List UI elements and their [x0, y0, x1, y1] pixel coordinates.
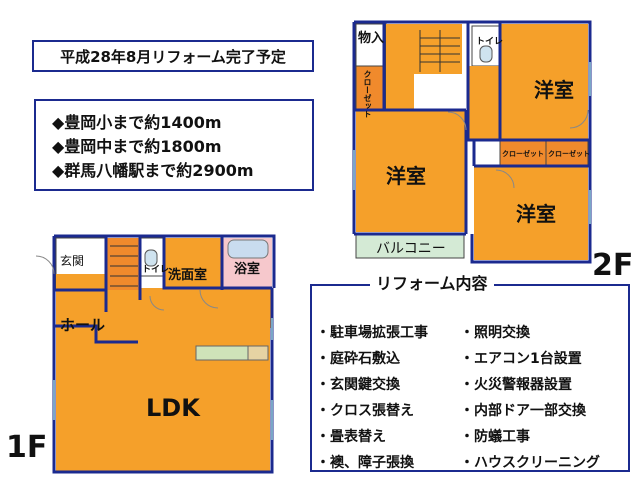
room-label-closet: クローゼット [502, 150, 544, 158]
reform-item: ・ハウスクリーニング [460, 455, 600, 471]
room-label-entrance: 玄関 [60, 254, 85, 268]
room-label-storage: 物入 [358, 31, 385, 46]
room-label-hall: ホール [60, 316, 106, 334]
room-label-western: 洋室 [386, 164, 426, 188]
floor-tag-2f: 2F [592, 248, 634, 283]
room-label-western: 洋室 [534, 78, 574, 102]
room-label-ldk: LDK [146, 394, 200, 422]
room-label-closet: クローゼット [363, 70, 372, 118]
room-label-western: 洋室 [516, 202, 556, 226]
reform-list-right: ・照明交換 ・エアコン1台設置 ・火災警報器設置 ・内部ドア一部交換 ・防蟻工事… [460, 320, 600, 476]
distance-item: ◆豊岡中まで約1800m [52, 137, 222, 156]
room-label-bathroom: 浴室 [234, 262, 261, 277]
reform-details-box: ・駐車場拡張工事 ・庭砕石敷込 ・玄関鍵交換 ・クロス張替え ・畳表替え ・襖、… [310, 284, 630, 472]
reform-item: ・クロス張替え [316, 403, 414, 419]
reform-item: ・玄関鍵交換 [316, 377, 400, 393]
reform-item: ・エアコン1台設置 [460, 351, 582, 367]
reform-item: ・内部ドア一部交換 [460, 403, 586, 419]
distance-item: ◆豊岡小まで約1400m [52, 113, 222, 132]
reform-item: ・照明交換 [460, 325, 530, 341]
reform-item: ・襖、障子張換 [316, 455, 414, 471]
room-label-closet: クローゼット [548, 150, 590, 158]
room-label-washroom: 洗面室 [168, 268, 208, 283]
reform-item: ・庭砕石敷込 [316, 351, 400, 367]
distance-info-box: ◆豊岡小まで約1400m ◆豊岡中まで約1800m ◆群馬八幡駅まで約2900m [34, 99, 314, 191]
floor2-plan [352, 20, 592, 264]
room-label-toilet: トイレ [142, 265, 170, 275]
floor1-plan [35, 234, 276, 474]
reform-item: ・火災警報器設置 [460, 377, 572, 393]
reform-item: ・駐車場拡張工事 [316, 325, 428, 341]
reform-title: リフォーム内容 [370, 270, 494, 294]
reform-list-left: ・駐車場拡張工事 ・庭砕石敷込 ・玄関鍵交換 ・クロス張替え ・畳表替え ・襖、… [316, 320, 428, 476]
room-label-balcony: バルコニー [376, 241, 446, 257]
completion-note-box: 平成28年8月リフォーム完了予定 [32, 40, 314, 72]
floor-tag-1f: 1F [6, 430, 48, 465]
completion-note: 平成28年8月リフォーム完了予定 [60, 47, 286, 66]
reform-item: ・防蟻工事 [460, 429, 530, 445]
distance-item: ◆群馬八幡駅まで約2900m [52, 161, 254, 180]
room-label-toilet: トイレ [476, 37, 504, 47]
reform-item: ・畳表替え [316, 429, 386, 445]
